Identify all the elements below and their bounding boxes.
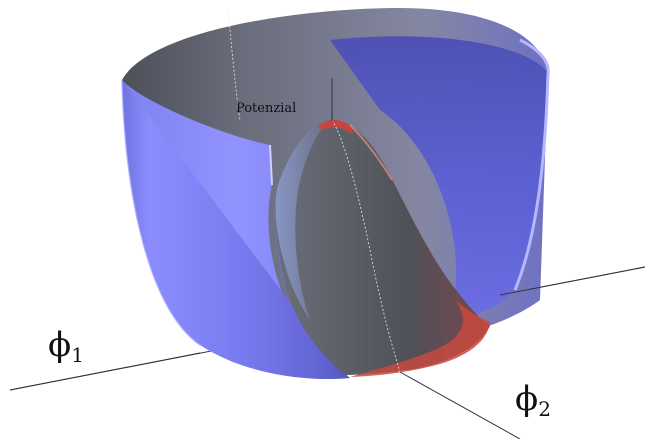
trough-red-rim	[350, 300, 490, 377]
axis-phi1-right-segment	[499, 266, 645, 296]
axis-phi1-subscript: 1	[71, 343, 84, 367]
back-dashed-meridian	[227, 9, 241, 121]
hump-dashed-meridian	[331, 119, 401, 373]
axis-phi1-label: ϕ1	[48, 325, 84, 367]
axis-phi2-symbol: ϕ	[515, 379, 538, 419]
left-cut-edge	[269, 144, 273, 186]
hump-left-face	[275, 120, 330, 320]
central-hump	[275, 119, 490, 375]
axis-phi2-line	[399, 371, 521, 440]
rim-right-edge	[513, 38, 550, 291]
axis-phi2-label: ϕ2	[515, 379, 551, 421]
axis-phi1-front-segment	[9, 352, 201, 391]
inner-right-wall	[330, 36, 548, 319]
potential-label: Potenzial	[236, 101, 296, 116]
hump-right-edge-highlight	[349, 124, 393, 181]
hump-top-highlight	[318, 120, 353, 135]
axis-phi2-subscript: 2	[538, 397, 551, 421]
outer-left-contour	[121, 79, 201, 346]
axis-phi1-symbol: ϕ	[48, 325, 71, 365]
